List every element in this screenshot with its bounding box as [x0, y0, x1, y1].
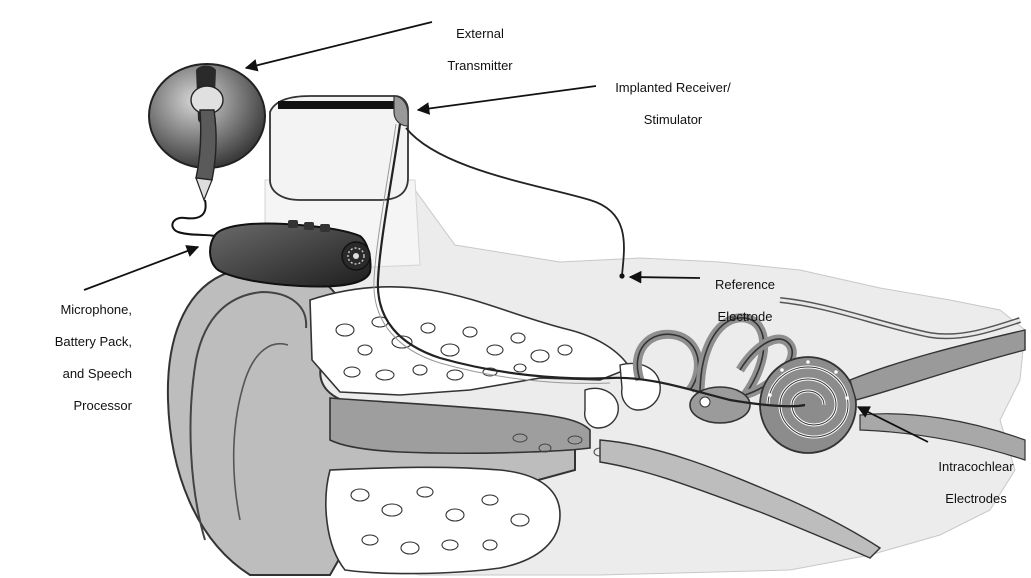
label-microphone-processor: Microphone, Battery Pack, and Speech Pro…	[0, 286, 132, 430]
external-transmitter	[149, 64, 265, 200]
label-reference-electrode-line-1: Reference	[690, 277, 800, 293]
label-reference-electrode-line-2: Electrode	[690, 309, 800, 325]
label-external-transmitter-line-2: Transmitter	[420, 58, 540, 74]
label-reference-electrode: Reference Electrode	[690, 261, 800, 341]
label-intracochlear-electrodes: Intracochlear Electrodes	[922, 443, 1030, 523]
temporal-bone-lower	[326, 467, 560, 573]
label-microphone-line-4: Processor	[0, 398, 132, 414]
reference-electrode-tip	[619, 273, 624, 278]
label-intracochlear-line-2: Electrodes	[922, 491, 1030, 507]
label-intracochlear-line-1: Intracochlear	[922, 459, 1030, 475]
label-implanted-receiver-line-2: Stimulator	[588, 112, 758, 128]
implanted-receiver	[270, 96, 408, 200]
label-microphone-line-3: and Speech	[0, 366, 132, 382]
oval-window	[700, 397, 710, 407]
label-microphone-line-1: Microphone,	[0, 302, 132, 318]
label-external-transmitter: External Transmitter	[420, 10, 540, 90]
label-external-transmitter-line-1: External	[420, 26, 540, 42]
arrow-external-transmitter	[246, 22, 432, 68]
arrow-microphone	[84, 247, 198, 290]
label-implanted-receiver-line-1: Implanted Receiver/	[588, 80, 758, 96]
label-implanted-receiver: Implanted Receiver/ Stimulator	[588, 64, 758, 144]
label-microphone-line-2: Battery Pack,	[0, 334, 132, 350]
transmitter-cable	[172, 200, 215, 236]
